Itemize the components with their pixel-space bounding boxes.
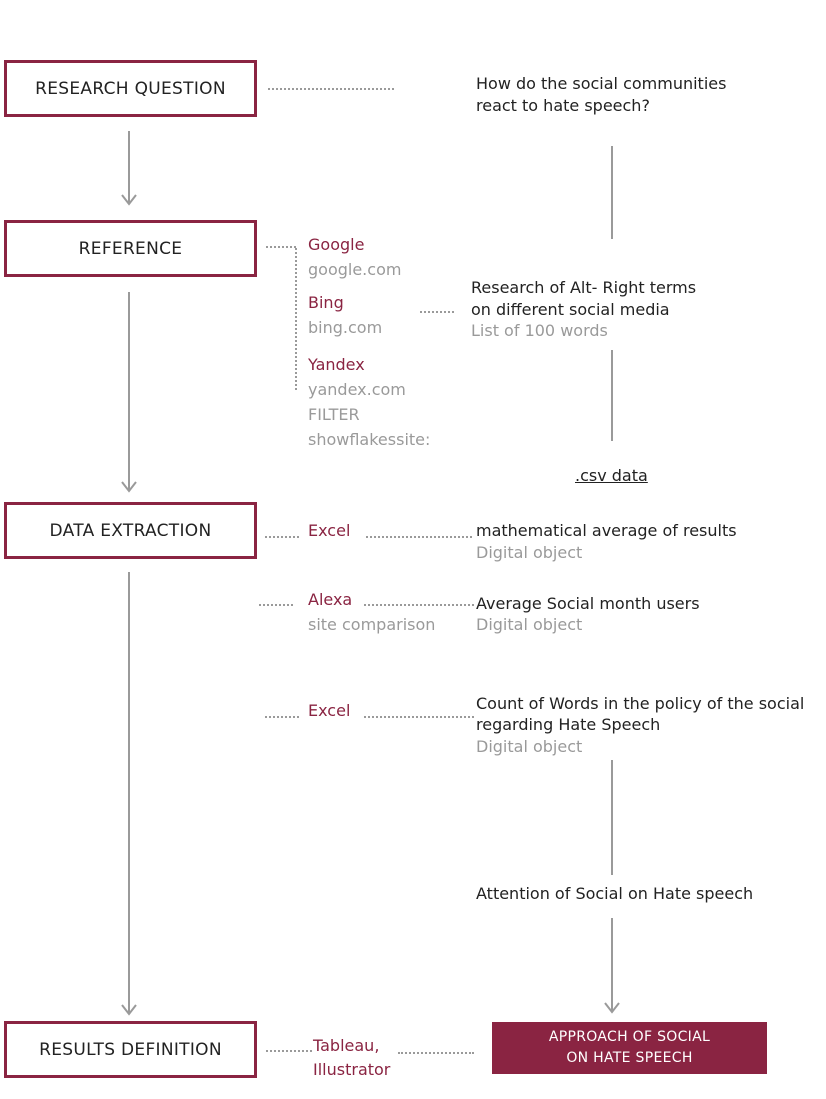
extraction-row2-tool-sub: site comparison bbox=[308, 615, 436, 634]
step-label: DATA EXTRACTION bbox=[49, 520, 212, 541]
filter-value: showflakessite: bbox=[308, 430, 431, 449]
results-tool-line1: Tableau, bbox=[313, 1036, 380, 1055]
results-tool-line2: Illustrator bbox=[313, 1060, 391, 1079]
flow-line-research bbox=[611, 350, 613, 441]
extraction-row3-result-line2: regarding Hate Speech bbox=[476, 715, 661, 734]
connector-extraction-3b bbox=[364, 716, 474, 718]
question-line1: How do the social communities bbox=[476, 74, 727, 93]
filter-label: FILTER bbox=[308, 405, 360, 424]
connector-extraction-2b bbox=[364, 604, 474, 606]
step-data-extraction: DATA EXTRACTION bbox=[4, 502, 257, 559]
connector-extraction-1b bbox=[366, 536, 472, 538]
csv-data-label: .csv data bbox=[575, 466, 648, 485]
engine-google-name: Google bbox=[308, 235, 365, 254]
connector-results-b bbox=[398, 1052, 474, 1054]
flow-line-question bbox=[611, 146, 613, 239]
step-results-definition: RESULTS DEFINITION bbox=[4, 1021, 257, 1078]
engine-yandex-name: Yandex bbox=[308, 355, 365, 374]
extraction-row3-sub: Digital object bbox=[476, 737, 583, 756]
connector-reference bbox=[266, 246, 296, 248]
step-label: RESULTS DEFINITION bbox=[39, 1039, 222, 1060]
step-research-question: RESEARCH QUESTION bbox=[4, 60, 257, 117]
connector-reference-vertical bbox=[295, 248, 297, 390]
extraction-row3-tool: Excel bbox=[308, 701, 351, 720]
extraction-row2-result: Average Social month users bbox=[476, 594, 700, 613]
engine-google-url: google.com bbox=[308, 260, 402, 279]
step-reference: REFERENCE bbox=[4, 220, 257, 277]
final-outcome-box: APPROACH OF SOCIAL ON HATE SPEECH bbox=[492, 1022, 767, 1074]
engine-yandex-url: yandex.com bbox=[308, 380, 406, 399]
attention-label: Attention of Social on Hate speech bbox=[476, 884, 754, 903]
step-label: RESEARCH QUESTION bbox=[35, 78, 226, 99]
research-sub: List of 100 words bbox=[471, 321, 608, 340]
research-line1: Research of Alt- Right terms bbox=[471, 278, 697, 297]
extraction-row3-result-line1: Count of Words in the policy of the soci… bbox=[476, 694, 805, 713]
final-outcome-line1: APPROACH OF SOCIAL bbox=[548, 1029, 711, 1045]
connector-question bbox=[268, 88, 394, 90]
step-label: REFERENCE bbox=[78, 238, 183, 259]
extraction-row2-sub: Digital object bbox=[476, 615, 583, 634]
connector-bing-research bbox=[420, 311, 454, 313]
engine-bing-url: bing.com bbox=[308, 318, 383, 337]
connector-extraction-1a bbox=[265, 536, 299, 538]
connector-results-a bbox=[266, 1050, 312, 1052]
research-line2: on different social media bbox=[471, 300, 670, 319]
question-line2: react to hate speech? bbox=[476, 96, 650, 115]
extraction-row1-result: mathematical average of results bbox=[476, 521, 737, 540]
connector-extraction-3a bbox=[265, 716, 299, 718]
connector-extraction-2a bbox=[259, 604, 293, 606]
engine-bing-name: Bing bbox=[308, 293, 344, 312]
extraction-row1-sub: Digital object bbox=[476, 543, 583, 562]
extraction-row1-tool: Excel bbox=[308, 521, 351, 540]
final-outcome-line2: ON HATE SPEECH bbox=[566, 1050, 693, 1066]
extraction-row2-tool: Alexa bbox=[308, 590, 353, 609]
flow-line-policy bbox=[611, 760, 613, 875]
